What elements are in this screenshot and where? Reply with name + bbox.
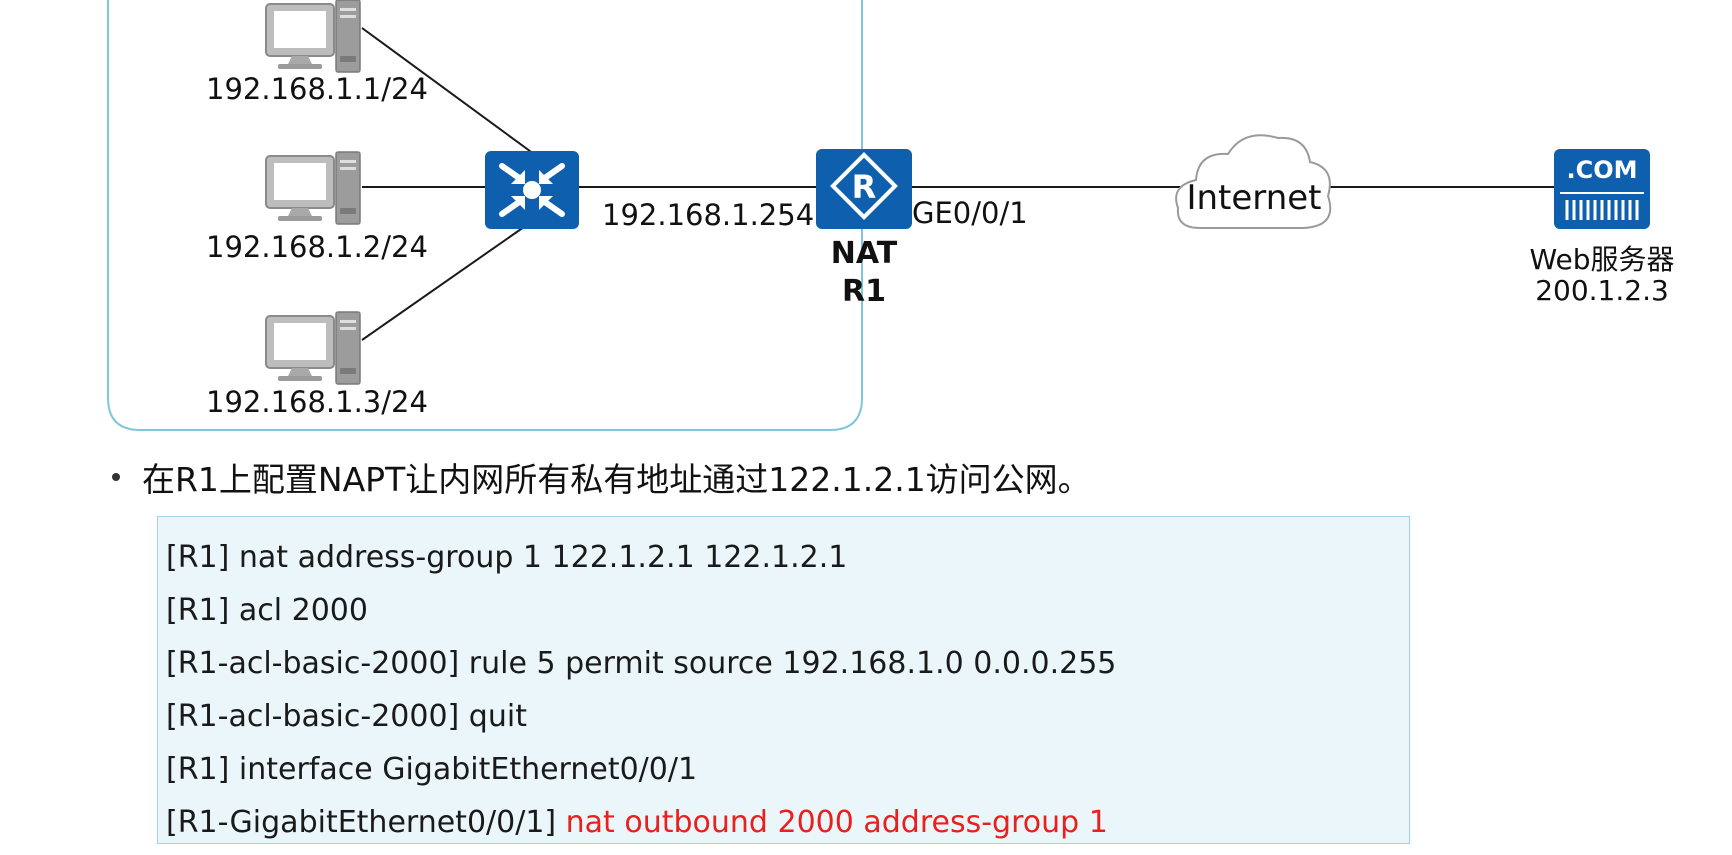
code-line: [R1-GigabitEthernet0/0/1] nat outbound 2…	[166, 796, 1409, 849]
lan-boundary	[107, 0, 863, 431]
code-command: [R1] acl 2000	[166, 593, 368, 628]
code-line: [R1-acl-basic-2000] quit	[166, 690, 1409, 743]
code-line: [R1] acl 2000	[166, 584, 1409, 637]
code-command: [R1-acl-basic-2000] rule 5 permit source…	[166, 646, 1117, 681]
server-name-label: Web服务器	[1529, 243, 1675, 276]
router-name-label: R1	[842, 274, 886, 309]
link-host3-switch	[361, 219, 535, 341]
code-line: [R1] interface GigabitEthernet0/0/1	[166, 743, 1409, 796]
internet-cloud-icon	[1175, 134, 1332, 229]
code-line: [R1-acl-basic-2000] rule 5 permit source…	[166, 637, 1409, 690]
router-glyph: R	[852, 168, 877, 206]
pc-icon	[265, 311, 361, 385]
server-ip-label: 200.1.2.3	[1535, 274, 1669, 307]
code-command: [R1] nat address-group 1 122.1.2.1 122.1…	[166, 540, 848, 575]
task-text: 在R1上配置NAPT让内网所有私有地址通过122.1.2.1访问公网。	[142, 460, 1091, 499]
code-command: [R1] interface GigabitEthernet0/0/1	[166, 752, 698, 787]
host1-ip-label: 192.168.1.1/24	[206, 72, 428, 106]
internet-label: Internet	[1186, 178, 1321, 218]
server-badge: .COM	[1566, 156, 1637, 184]
code-highlight: nat outbound 2000 address-group 1	[565, 805, 1108, 840]
host3-ip-label: 192.168.1.3/24	[206, 385, 428, 419]
link-host1-switch	[361, 27, 535, 155]
pc-icon	[265, 151, 361, 225]
network-diagram: R Internet .COM	[107, 0, 1675, 431]
router-inside-ip-label: 192.168.1.254	[602, 198, 815, 232]
bullet-dot	[112, 473, 120, 481]
config-code-block: [R1] nat address-group 1 122.1.2.1 122.1…	[157, 516, 1410, 844]
switch-icon	[485, 151, 579, 229]
router-outside-interface-label: GE0/0/1	[912, 196, 1028, 230]
topology-svg: R Internet .COM	[107, 0, 1650, 431]
pc-icon	[265, 0, 361, 73]
router-role-label: NAT	[830, 236, 898, 271]
code-line: [R1] nat address-group 1 122.1.2.1 122.1…	[166, 531, 1409, 584]
router-icon: R	[816, 149, 912, 229]
code-command: [R1-GigabitEthernet0/0/1]	[166, 805, 566, 840]
code-command: [R1-acl-basic-2000] quit	[166, 699, 527, 734]
web-server-icon: .COM	[1554, 149, 1650, 229]
task-bullet: 在R1上配置NAPT让内网所有私有地址通过122.1.2.1访问公网。	[112, 452, 1091, 502]
host2-ip-label: 192.168.1.2/24	[206, 230, 428, 264]
